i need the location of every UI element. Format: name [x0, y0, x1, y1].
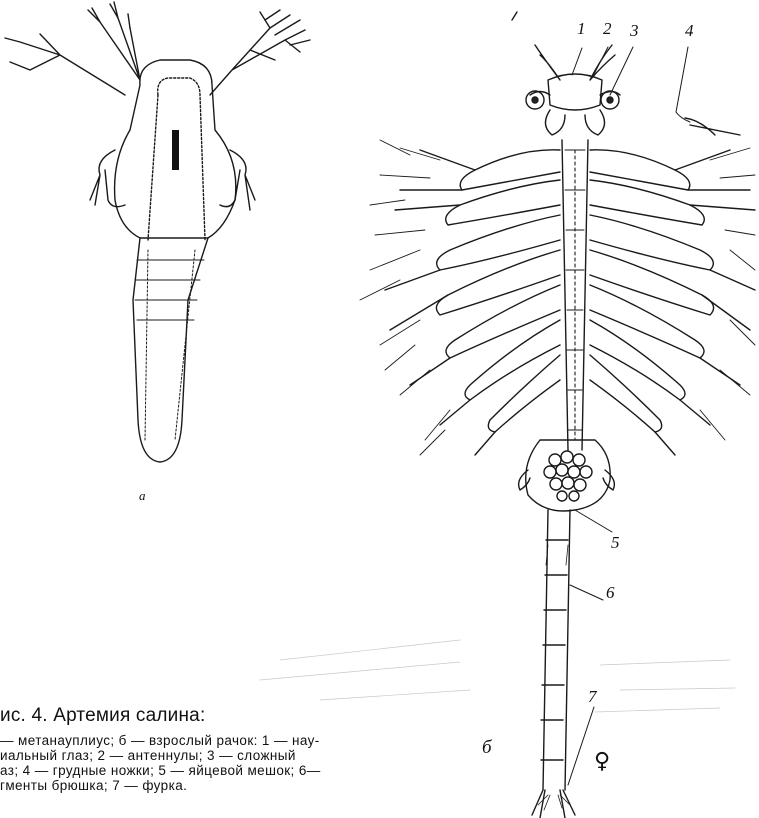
metanauplius-drawing	[5, 2, 310, 462]
part-label-2: 2	[603, 20, 612, 37]
part-label-5: 5	[611, 534, 620, 551]
label-a: а	[139, 489, 146, 502]
egg-sac	[519, 440, 615, 511]
abdomen-segments	[541, 510, 570, 790]
adult-artemia-drawing	[360, 12, 755, 818]
caption-title: ис. 4. Артемия салина:	[0, 705, 470, 727]
caption-line: аз; 4 — грудные ножки; 5 — яйцевой мешок…	[0, 763, 470, 778]
bleed-through-text	[260, 640, 735, 712]
part-label-1: 1	[577, 20, 586, 37]
left-thoracic-legs	[360, 140, 560, 455]
part-label-6: 6	[606, 584, 615, 601]
figure-caption: ис. 4. Артемия салина: — метанауплиус; б…	[0, 705, 470, 793]
part-label-7: 7	[588, 688, 597, 705]
furca	[532, 790, 575, 818]
label-b: б	[482, 738, 492, 757]
caption-line: гменты брюшка; 7 — фурка.	[0, 778, 470, 793]
caption-line: — метанауплиус; б — взрослый рачок: 1 — …	[0, 733, 470, 748]
right-thoracic-legs	[590, 118, 755, 455]
female-symbol: ♀	[594, 751, 610, 773]
part-label-4: 4	[685, 22, 694, 39]
caption-line: иальный глаз; 2 — антеннулы; 3 — сложный	[0, 748, 470, 763]
part-label-3: 3	[630, 22, 639, 39]
